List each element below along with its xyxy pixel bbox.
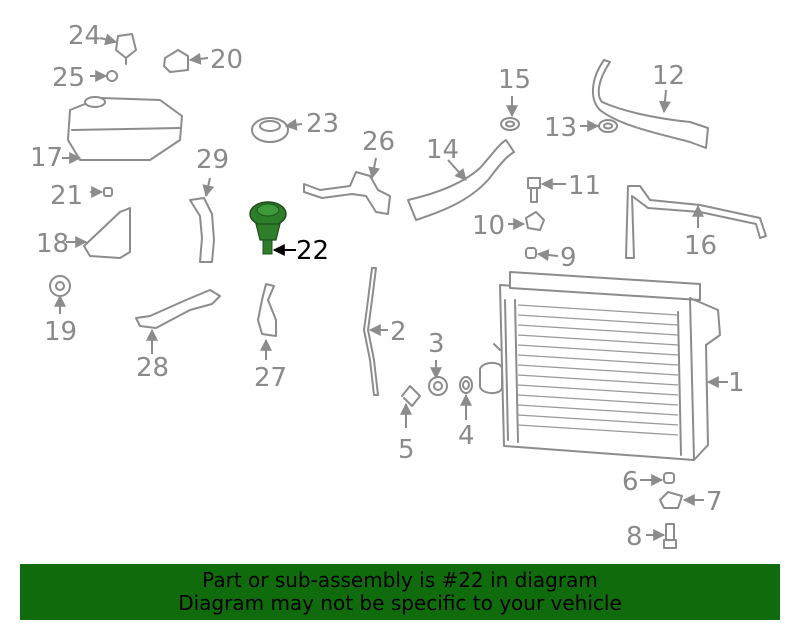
part-14-hose[interactable]: [407, 139, 515, 221]
callout-21[interactable]: 21: [50, 181, 83, 211]
part-6-grommet[interactable]: [663, 472, 675, 484]
part-21-bolt[interactable]: [103, 187, 113, 197]
part-17-reservoir[interactable]: [67, 96, 183, 161]
part-15-o-ring[interactable]: [500, 117, 520, 131]
part-22-cap-assembly[interactable]: [249, 201, 287, 255]
part-12-hose[interactable]: [592, 59, 709, 149]
callout-2[interactable]: 2: [390, 317, 407, 347]
callout-4[interactable]: 4: [458, 421, 475, 451]
part-13-o-ring[interactable]: [598, 119, 618, 133]
callout-25[interactable]: 25: [52, 63, 85, 93]
callout-12[interactable]: 12: [652, 61, 685, 91]
part-1-radiator[interactable]: [479, 271, 721, 461]
part-10-mount[interactable]: [525, 211, 545, 231]
part-26-pipe[interactable]: [303, 171, 391, 215]
part-28-hose[interactable]: [135, 289, 221, 329]
callout-29[interactable]: 29: [196, 145, 229, 175]
part-5-clip[interactable]: [401, 385, 421, 407]
callout-10[interactable]: 10: [472, 211, 505, 241]
banner-line-1: Part or sub-assembly is #22 in diagram: [202, 568, 598, 592]
callout-labels: 1 2 3 4 5 6 7 8 9 10 11 12 13 14 15 16 1…: [30, 21, 745, 552]
callout-24[interactable]: 24: [68, 21, 101, 51]
callout-1[interactable]: 1: [728, 368, 745, 398]
callout-19[interactable]: 19: [44, 317, 77, 347]
part-16-tube[interactable]: [625, 185, 767, 259]
part-11-bolt[interactable]: [527, 177, 541, 203]
callout-14[interactable]: 14: [426, 135, 459, 165]
part-8-bolt[interactable]: [663, 523, 677, 549]
callout-23[interactable]: 23: [306, 109, 339, 139]
callout-28[interactable]: 28: [136, 353, 169, 383]
part-3-plug[interactable]: [428, 376, 448, 396]
part-25-plug[interactable]: [106, 70, 118, 82]
part-7-bracket[interactable]: [659, 491, 683, 509]
callout-26[interactable]: 26: [362, 127, 395, 157]
info-banner: Part or sub-assembly is #22 in diagram D…: [20, 564, 780, 620]
callout-11[interactable]: 11: [568, 171, 601, 201]
part-19-grommet[interactable]: [49, 275, 71, 297]
part-2-seal[interactable]: [363, 267, 379, 396]
part-4-o-ring[interactable]: [459, 376, 473, 394]
callout-18[interactable]: 18: [36, 229, 69, 259]
callout-5[interactable]: 5: [398, 435, 415, 465]
part-27-hose[interactable]: [257, 283, 277, 337]
callout-16[interactable]: 16: [684, 231, 717, 261]
callout-8[interactable]: 8: [626, 522, 643, 552]
leader-lines: [54, 33, 728, 541]
part-20-clip[interactable]: [163, 49, 189, 73]
callout-9[interactable]: 9: [560, 243, 577, 273]
callout-3[interactable]: 3: [428, 329, 445, 359]
callout-15[interactable]: 15: [498, 65, 531, 95]
callout-6[interactable]: 6: [622, 467, 639, 497]
callout-17[interactable]: 17: [30, 143, 63, 173]
callout-13[interactable]: 13: [544, 113, 577, 143]
part-18-bracket[interactable]: [83, 207, 131, 259]
callout-20[interactable]: 20: [210, 45, 243, 75]
banner-line-2: Diagram may not be specific to your vehi…: [178, 591, 622, 615]
part-24-valve[interactable]: [115, 33, 137, 65]
callout-7[interactable]: 7: [706, 487, 723, 517]
part-23-cap[interactable]: [251, 117, 289, 143]
callout-27[interactable]: 27: [254, 363, 287, 393]
part-9-grommet[interactable]: [525, 247, 537, 259]
callout-22[interactable]: 22: [296, 236, 329, 266]
part-29-hose[interactable]: [189, 197, 215, 263]
parts-diagram: 1 2 3 4 5 6 7 8 9 10 11 12 13 14 15 16 1…: [30, 21, 767, 552]
